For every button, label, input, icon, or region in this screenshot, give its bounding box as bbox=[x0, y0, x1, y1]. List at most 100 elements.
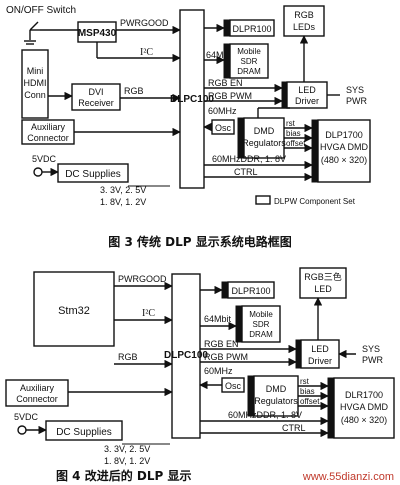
stm32-box bbox=[33, 271, 115, 347]
dc-supplies-box-2 bbox=[45, 420, 123, 441]
legend-swatch bbox=[255, 195, 271, 205]
dlpr100-label: DLPR100 bbox=[232, 24, 271, 34]
aux-connector-box bbox=[21, 119, 75, 145]
switch-label: ON/OFF Switch bbox=[6, 5, 76, 16]
dc-supplies-label: DC Supplies bbox=[65, 169, 121, 180]
dmd-line2-2: Regulators bbox=[254, 396, 298, 406]
dlpr100-box bbox=[229, 19, 275, 37]
sys-pwr-line2: PWR bbox=[346, 96, 367, 106]
legend-label: DLPW Component Set bbox=[274, 197, 356, 206]
rgb-led-box-2 bbox=[299, 267, 347, 299]
volt2-label: 1. 8V, 1. 2V bbox=[100, 197, 146, 207]
mhz60-label: 60MHz bbox=[208, 106, 237, 116]
rst-label-2: rst bbox=[300, 377, 310, 386]
mini-line2: HDMI bbox=[24, 78, 47, 88]
dmd-line1-2: DMD bbox=[266, 384, 287, 394]
dlp-line2-2: HVGA DMD bbox=[340, 402, 389, 412]
ctrl-label: CTRL bbox=[234, 167, 258, 177]
dlp1700-box bbox=[317, 119, 371, 183]
mbit-label-2: 64Mbit bbox=[204, 314, 232, 324]
dlpr100-box-2 bbox=[227, 281, 275, 299]
dmd-regulators-box-2 bbox=[253, 375, 299, 417]
ctrl-label-2: CTRL bbox=[282, 423, 306, 433]
aux-line1-2: Auxiliary bbox=[20, 383, 55, 393]
caption-fig4: 图 4 改进后的 DLP 显示 bbox=[56, 468, 191, 483]
sys-pwr-line1-2: SYS bbox=[362, 344, 380, 354]
led-driver-line2-2: Driver bbox=[308, 356, 332, 366]
dc-supplies-label-2: DC Supplies bbox=[56, 427, 112, 438]
mini-hdmi-box bbox=[21, 49, 49, 119]
aux-line2: Connector bbox=[27, 133, 69, 143]
i2c-label: I²C bbox=[140, 47, 153, 58]
rgb-label-1: RGB bbox=[124, 86, 144, 96]
osc-label-2: Osc bbox=[225, 381, 242, 391]
vdc-label: 5VDC bbox=[32, 154, 57, 164]
dlpc100-box bbox=[179, 9, 205, 189]
watermark-text: www.55dianzi.com bbox=[302, 471, 394, 483]
osc-label: Osc bbox=[215, 123, 232, 133]
rgb-leds-box bbox=[283, 5, 325, 37]
dmd-line1: DMD bbox=[254, 126, 275, 136]
dlr1700-box bbox=[333, 377, 395, 439]
aux-line2-2: Connector bbox=[16, 394, 58, 404]
rgb-pwm-label: RGB PWM bbox=[208, 91, 252, 101]
dmd-line2: Regulators bbox=[242, 138, 286, 148]
mobile-sdr-dram-box bbox=[229, 43, 269, 79]
dvi-receiver-box bbox=[71, 83, 121, 111]
aux-connector-box-2 bbox=[5, 379, 69, 407]
volt2-label-2: 1. 8V, 1. 2V bbox=[104, 456, 150, 466]
dlp-line1-2: DLR1700 bbox=[345, 390, 383, 400]
dvi-line1: DVI bbox=[88, 87, 103, 97]
mobile-line3-2: DRAM bbox=[249, 330, 273, 339]
dlpc100-box-2 bbox=[171, 273, 201, 439]
stm32-label: Stm32 bbox=[58, 305, 90, 317]
aux-line1: Auxiliary bbox=[31, 122, 66, 132]
ddr-label: 60MHzDDR, 1. 8V bbox=[212, 154, 286, 164]
led-driver-line2: Driver bbox=[295, 96, 319, 106]
dvi-line2: Receiver bbox=[78, 98, 114, 108]
diagram-traditional: ON/OFF Switch MSP430 PWRGOOD I²C Mini HD… bbox=[6, 5, 371, 249]
power-jack-icon-2 bbox=[17, 425, 27, 435]
volt1-label-2: 3. 3V, 2. 5V bbox=[104, 444, 150, 454]
dlp-line2: HVGA DMD bbox=[320, 142, 369, 152]
rgb-en-label: RGB EN bbox=[208, 78, 243, 88]
rgb-led-line1: RGB三色 bbox=[304, 271, 342, 282]
msp430-label: MSP430 bbox=[78, 28, 117, 39]
rgb-led-line2: LED bbox=[314, 284, 332, 294]
ddr-label-2: 60MHzDDR, 1. 8V bbox=[228, 410, 302, 420]
rst-label: rst bbox=[286, 119, 296, 128]
volt1-label: 3. 3V, 2. 5V bbox=[100, 185, 146, 195]
bias-label: bias bbox=[286, 129, 301, 138]
led-driver-line1-2: LED bbox=[311, 344, 329, 354]
sys-pwr-line2-2: PWR bbox=[362, 355, 383, 365]
i2c-label-2: I²C bbox=[142, 308, 155, 319]
dlpc100-label-2: DLPC100 bbox=[164, 350, 208, 361]
dlp-line1: DLP1700 bbox=[325, 130, 363, 140]
mobile-line1: Mobile bbox=[237, 47, 261, 56]
diagram-improved: Stm32 PWRGOOD I²C RGB DLPC100 DLPR100 RG… bbox=[5, 267, 395, 483]
caption-fig3: 图 3 传统 DLP 显示系统电路框图 bbox=[108, 234, 291, 249]
mini-line3: Conn bbox=[24, 90, 46, 100]
offset-label: offset bbox=[286, 139, 306, 148]
dmd-regulators-box bbox=[243, 117, 285, 159]
mbit-label: 64Mbit bbox=[206, 50, 234, 60]
pwrgood-label: PWRGOOD bbox=[120, 18, 169, 28]
dc-supplies-box bbox=[57, 163, 129, 183]
rgb-leds-line2: LEDs bbox=[293, 22, 316, 32]
pwrgood-label-2: PWRGOOD bbox=[118, 274, 167, 284]
offset-label-2: offset bbox=[300, 397, 320, 406]
mhz60-label-2: 60MHz bbox=[204, 366, 233, 376]
led-driver-line1: LED bbox=[298, 85, 316, 95]
mobile-line2: SDR bbox=[241, 57, 258, 66]
power-jack-icon bbox=[33, 167, 43, 177]
switch-icon bbox=[24, 21, 78, 45]
mobile-sdr-dram-box-2 bbox=[241, 305, 281, 343]
dlpr100-label-2: DLPR100 bbox=[231, 286, 270, 296]
vdc-label-2: 5VDC bbox=[14, 412, 39, 422]
sys-pwr-line1: SYS bbox=[346, 85, 364, 95]
rgb-en-label-2: RGB EN bbox=[204, 339, 239, 349]
mobile-line1-2: Mobile bbox=[249, 310, 273, 319]
dlp-line3-2: (480 × 320) bbox=[341, 415, 387, 425]
